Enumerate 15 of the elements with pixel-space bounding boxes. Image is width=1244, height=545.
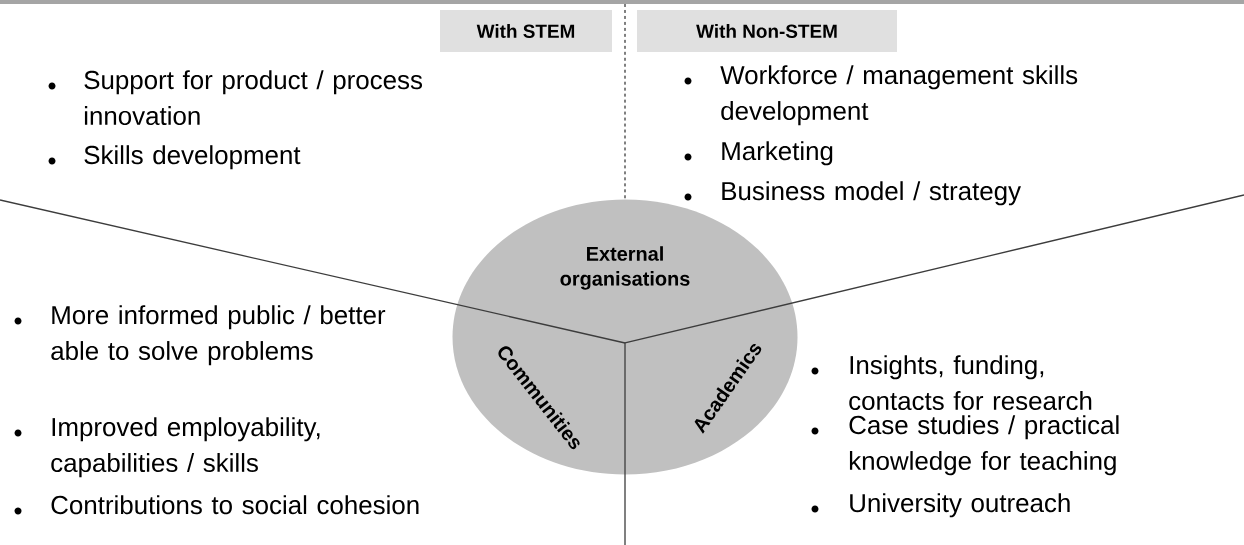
bullet-text: Improved employability, capabilities / skills [51, 417, 320, 478]
bullet-text: Case studies / practical knowledge for teaching [849, 415, 1119, 476]
bullet-text: Workforce / management skills development [720, 65, 1078, 126]
bullet-text: Business model / strategy [722, 181, 1021, 206]
ellipse [452, 199, 798, 475]
bullet-text: Insights, funding, contacts for research [849, 355, 1092, 411]
segment-label: External organisations [560, 246, 690, 290]
bullet-text: Contributions to social cohesion [51, 495, 419, 515]
bullet-text: Marketing [722, 141, 833, 166]
bullet-text: University outreach [850, 493, 1070, 518]
label-box: With Non-STEM [637, 10, 897, 52]
bullet-text: More informed public / better able to solve problems [51, 305, 386, 366]
label-box: With STEM [440, 10, 612, 52]
bullet-text: Support for product / process innovation [84, 70, 422, 126]
bullet-text: Skills development [84, 145, 301, 170]
